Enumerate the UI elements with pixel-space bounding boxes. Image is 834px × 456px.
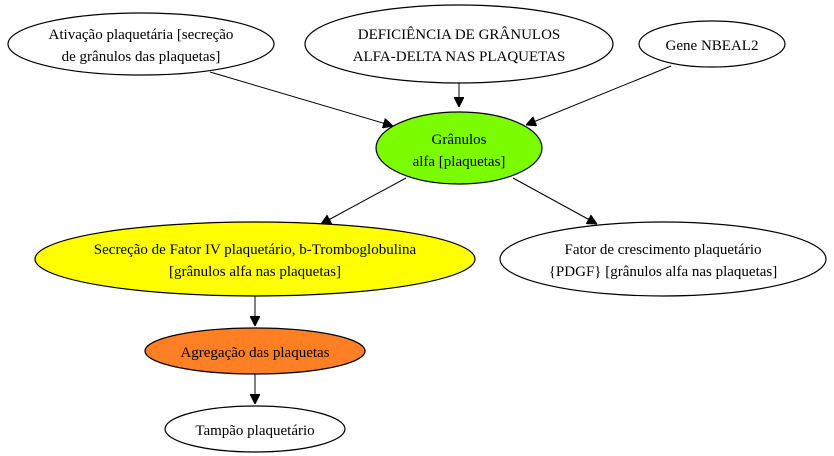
node-gene-label: Gene NBEAL2 <box>666 38 759 54</box>
node-deficiencia-label-line-2: ALFA-DELTA NAS PLAQUETAS <box>353 49 566 65</box>
node-secrecao: Secreção de Fator IV plaquetário, b-Trom… <box>34 221 476 297</box>
node-fator-label-line-2: {PDGF} [grânulos alfa nas plaquetas] <box>549 264 778 280</box>
node-deficiencia-shape <box>304 4 614 84</box>
node-agregacao-label: Agregação das plaquetas <box>180 345 329 361</box>
edge-gene-granulos <box>526 65 672 125</box>
node-ativacao-shape <box>7 12 275 76</box>
node-agregacao: Agregação das plaquetas <box>144 327 366 375</box>
node-agregacao-shape <box>144 327 366 375</box>
node-granulos-label-line-2: alfa [plaquetas] <box>413 154 506 170</box>
node-fator-shape <box>499 221 827 297</box>
node-ativacao: Ativação plaquetária [secreção de grânul… <box>7 12 275 76</box>
edges <box>209 65 672 404</box>
node-ativacao-label-line-2: de grânulos das plaquetas] <box>62 49 221 65</box>
node-deficiencia: DEFICIÊNCIA DE GRÂNULOS ALFA-DELTA NAS P… <box>304 4 614 84</box>
node-deficiencia-label-line-1: DEFICIÊNCIA DE GRÂNULOS <box>358 26 561 43</box>
node-fator: Fator de crescimento plaquetário {PDGF} … <box>499 221 827 297</box>
edge-ativacao-granulos <box>209 71 393 126</box>
node-tampao: Tampão plaquetário <box>164 405 346 453</box>
node-gene-shape <box>638 20 786 68</box>
node-granulos-label-line-1: Grânulos <box>432 132 487 148</box>
edge-granulos-fator <box>512 177 597 224</box>
node-ativacao-label-line-1: Ativação plaquetária [secreção <box>49 27 234 43</box>
node-granulos-shape <box>375 111 543 185</box>
node-gene: Gene NBEAL2 <box>638 20 786 68</box>
node-secrecao-shape <box>34 221 476 297</box>
node-fator-label-line-1: Fator de crescimento plaquetário <box>564 242 761 258</box>
node-secrecao-label-line-2: [grânulos alfa nas plaquetas] <box>169 264 341 280</box>
node-secrecao-label-line-1: Secreção de Fator IV plaquetário, b-Trom… <box>94 242 417 258</box>
node-tampao-shape <box>164 405 346 453</box>
node-granulos: Grânulos alfa [plaquetas] <box>375 111 543 185</box>
node-tampao-label: Tampão plaquetário <box>195 423 314 439</box>
edge-granulos-secrecao <box>321 177 407 224</box>
